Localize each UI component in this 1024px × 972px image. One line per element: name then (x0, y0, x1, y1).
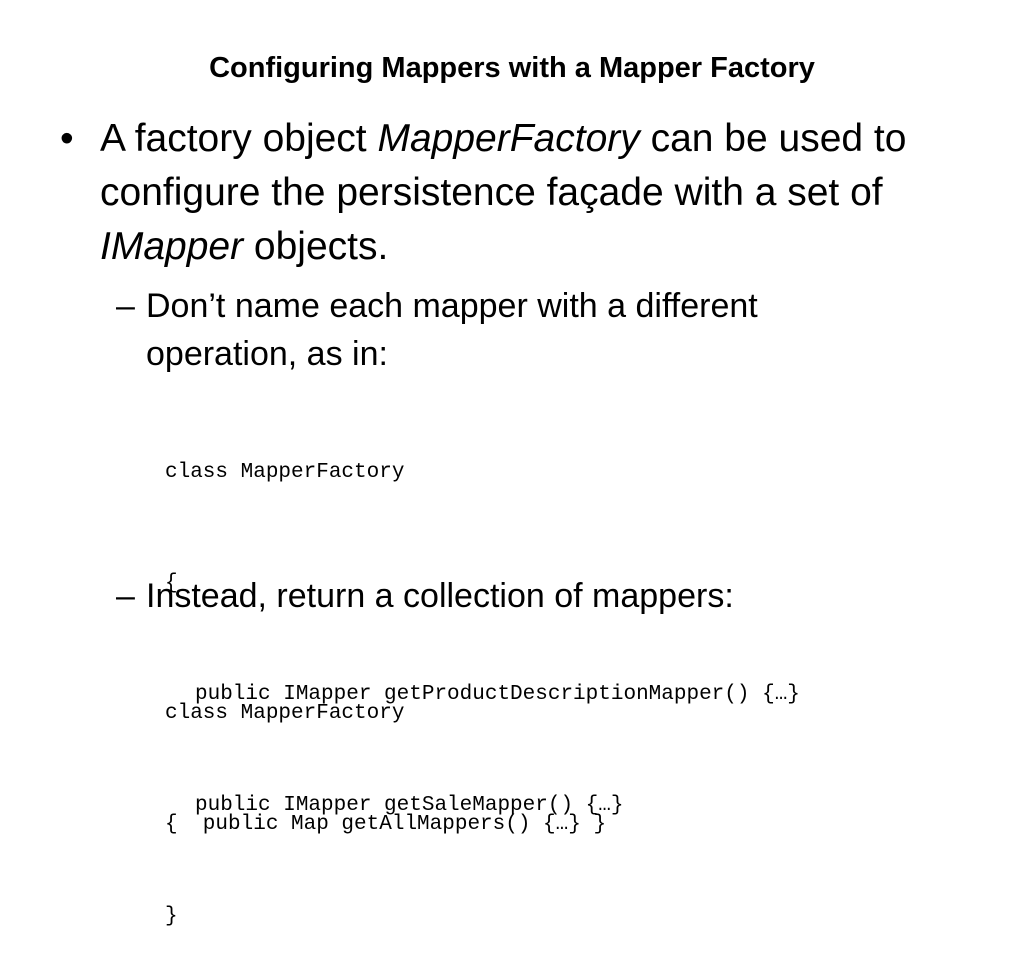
code-line: { (165, 572, 178, 595)
dash-icon: – (116, 577, 135, 615)
code-line: class MapperFactory (165, 461, 405, 484)
bullet-emphasis-imapper: IMapper (100, 225, 244, 268)
code-line: public IMapper getProductDescriptionMapp… (195, 683, 800, 706)
sub-bullet-2: – Instead, return a collection of mapper… (116, 572, 896, 620)
main-bullet-text: A factory object MapperFactory can be us… (100, 112, 960, 274)
sub-bullet-2-text: Instead, return a collection of mappers: (146, 577, 734, 615)
code-line: { public Map getAllMappers() {…} } (165, 813, 607, 836)
bullet-text-after: objects. (243, 225, 389, 268)
slide-title: Configuring Mappers with a Mapper Factor… (209, 52, 815, 84)
bullet-text-before: A factory object (100, 117, 378, 160)
dash-icon: – (116, 287, 135, 325)
sub-bullet-1-text: Don’t name each mapper with a different … (146, 287, 758, 373)
code-line: class MapperFactory (165, 702, 405, 725)
main-bullet: • A factory object MapperFactory can be … (60, 112, 960, 274)
sub-bullet-1: – Don’t name each mapper with a differen… (116, 282, 896, 378)
bullet-text-middle: can be used to configure the persistence… (100, 117, 907, 214)
bullet-emphasis-mapperfactory: MapperFactory (377, 117, 640, 160)
code-line: } (165, 905, 178, 928)
code-block-2: class MapperFactory { public Map getAllM… (165, 621, 985, 880)
bullet-icon: • (60, 117, 74, 160)
